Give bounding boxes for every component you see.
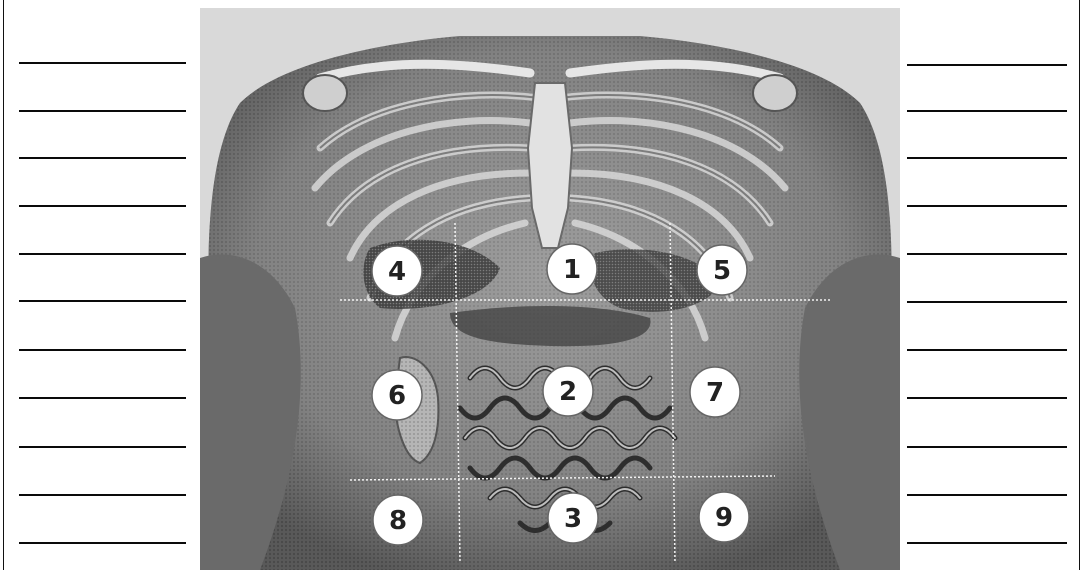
- region-label-9: 9: [699, 492, 749, 542]
- region-label-4: 4: [372, 246, 422, 296]
- answer-line-left-5[interactable]: [19, 253, 186, 255]
- answer-line-right-7[interactable]: [907, 349, 1067, 351]
- torso-illustration: 1 4 5 6 2 7 8 3: [200, 8, 900, 570]
- region-label-6: 6: [372, 370, 422, 420]
- answer-line-left-2[interactable]: [19, 110, 186, 112]
- answer-line-right-8[interactable]: [907, 397, 1067, 399]
- svg-text:1: 1: [563, 255, 581, 285]
- answer-line-left-6[interactable]: [19, 300, 186, 302]
- region-label-2: 2: [543, 366, 593, 416]
- svg-text:7: 7: [706, 378, 724, 408]
- answer-line-right-1[interactable]: [907, 64, 1067, 66]
- svg-text:6: 6: [388, 381, 406, 411]
- right-frame-border: [1079, 0, 1080, 570]
- region-label-3: 3: [548, 493, 598, 543]
- answer-line-left-8[interactable]: [19, 397, 186, 399]
- answer-line-right-2[interactable]: [907, 110, 1067, 112]
- svg-text:5: 5: [713, 256, 731, 286]
- region-label-8: 8: [373, 495, 423, 545]
- answer-line-right-4[interactable]: [907, 205, 1067, 207]
- svg-text:3: 3: [564, 504, 582, 534]
- answer-line-right-3[interactable]: [907, 157, 1067, 159]
- answer-line-right-5[interactable]: [907, 253, 1067, 255]
- region-label-1: 1: [547, 244, 597, 294]
- answer-line-left-3[interactable]: [19, 157, 186, 159]
- answer-line-left-4[interactable]: [19, 205, 186, 207]
- answer-line-right-9[interactable]: [907, 446, 1067, 448]
- answer-line-left-10[interactable]: [19, 494, 186, 496]
- svg-text:8: 8: [389, 506, 407, 536]
- answer-line-right-10[interactable]: [907, 494, 1067, 496]
- answer-line-right-6[interactable]: [907, 301, 1067, 303]
- answer-line-left-11[interactable]: [19, 542, 186, 544]
- svg-text:2: 2: [559, 377, 577, 407]
- region-label-5: 5: [697, 245, 747, 295]
- answer-line-left-7[interactable]: [19, 349, 186, 351]
- answer-line-right-11[interactable]: [907, 542, 1067, 544]
- svg-text:4: 4: [388, 257, 406, 287]
- answer-line-left-1[interactable]: [19, 62, 186, 64]
- svg-text:9: 9: [715, 503, 733, 533]
- answer-line-left-9[interactable]: [19, 446, 186, 448]
- left-frame-border: [3, 0, 4, 570]
- region-label-7: 7: [690, 367, 740, 417]
